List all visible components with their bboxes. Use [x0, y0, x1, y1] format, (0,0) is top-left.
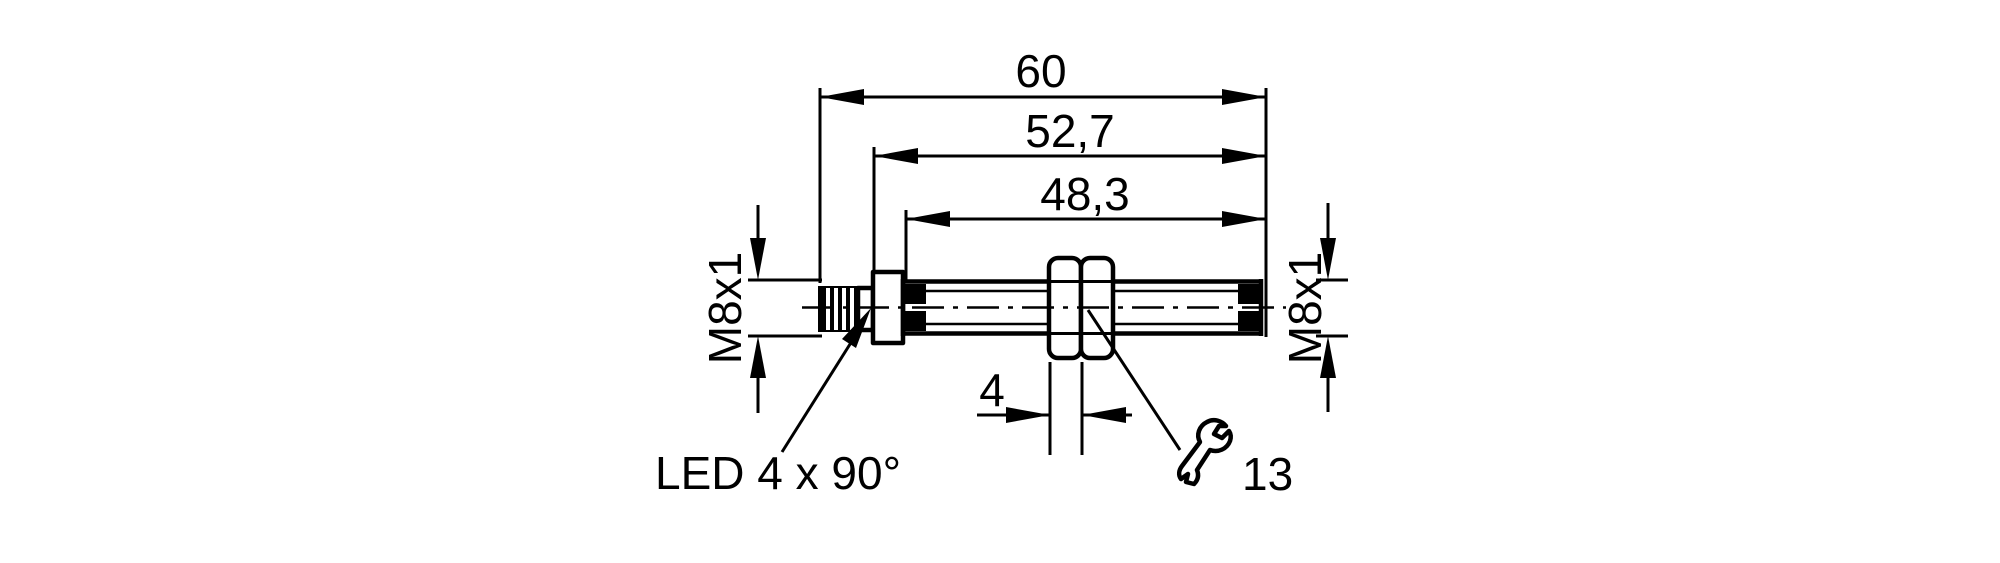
barrel-right-chamfer-bottom — [1238, 311, 1261, 331]
led-label: LED 4 x 90° — [655, 447, 901, 499]
leader-line — [1086, 309, 1182, 451]
leader-arrowhead — [842, 308, 871, 348]
wrench-icon — [1176, 417, 1233, 487]
barrel-left-chamfer-top — [903, 284, 926, 304]
arrowhead-left — [820, 89, 864, 105]
dim-label-barrel-thread: M8x1 — [1279, 252, 1331, 364]
arrowhead-right — [1222, 211, 1266, 227]
sensor-body — [802, 255, 1286, 361]
dim-thread-length: 48,3 — [904, 168, 1266, 280]
arrowhead-up — [1320, 336, 1336, 378]
wrench-icon-path — [1176, 417, 1233, 487]
thread-slit — [850, 288, 854, 330]
dim-label-connector-thread: M8x1 — [699, 252, 751, 364]
dim-label-thread-length: 48,3 — [1040, 168, 1130, 220]
connector-thread — [818, 286, 858, 332]
wrench-callout: 13 — [1086, 309, 1293, 500]
thread-slit — [834, 288, 838, 330]
dim-overall-length: 60 — [818, 45, 1268, 337]
barrel-left-chamfer-bottom — [903, 311, 926, 331]
dim-connector-thread: M8x1 — [699, 205, 822, 413]
arrowhead-left — [1082, 407, 1126, 423]
dim-label-nut-width: 4 — [979, 364, 1005, 416]
arrowhead-up — [750, 336, 766, 378]
thread-slit — [826, 288, 830, 330]
wrench-size-label: 13 — [1242, 448, 1293, 500]
dim-label-body-length: 52,7 — [1025, 105, 1115, 157]
arrowhead-left — [906, 211, 950, 227]
dim-body-length: 52,7 — [872, 105, 1266, 270]
arrowhead-down — [1320, 238, 1336, 280]
dim-nut-width: 4 — [977, 362, 1132, 455]
arrowhead-right — [1222, 89, 1266, 105]
leader-line — [780, 340, 854, 453]
barrel-right-chamfer-top — [1238, 284, 1261, 304]
dim-label-overall-length: 60 — [1015, 45, 1066, 97]
arrowhead-right — [1006, 407, 1050, 423]
led-callout: LED 4 x 90° — [655, 308, 901, 499]
thread-slit — [842, 288, 846, 330]
dim-barrel-thread: M8x1 — [1279, 203, 1348, 412]
arrowhead-left — [874, 148, 918, 164]
arrowhead-right — [1222, 148, 1266, 164]
arrowhead-down — [750, 238, 766, 280]
